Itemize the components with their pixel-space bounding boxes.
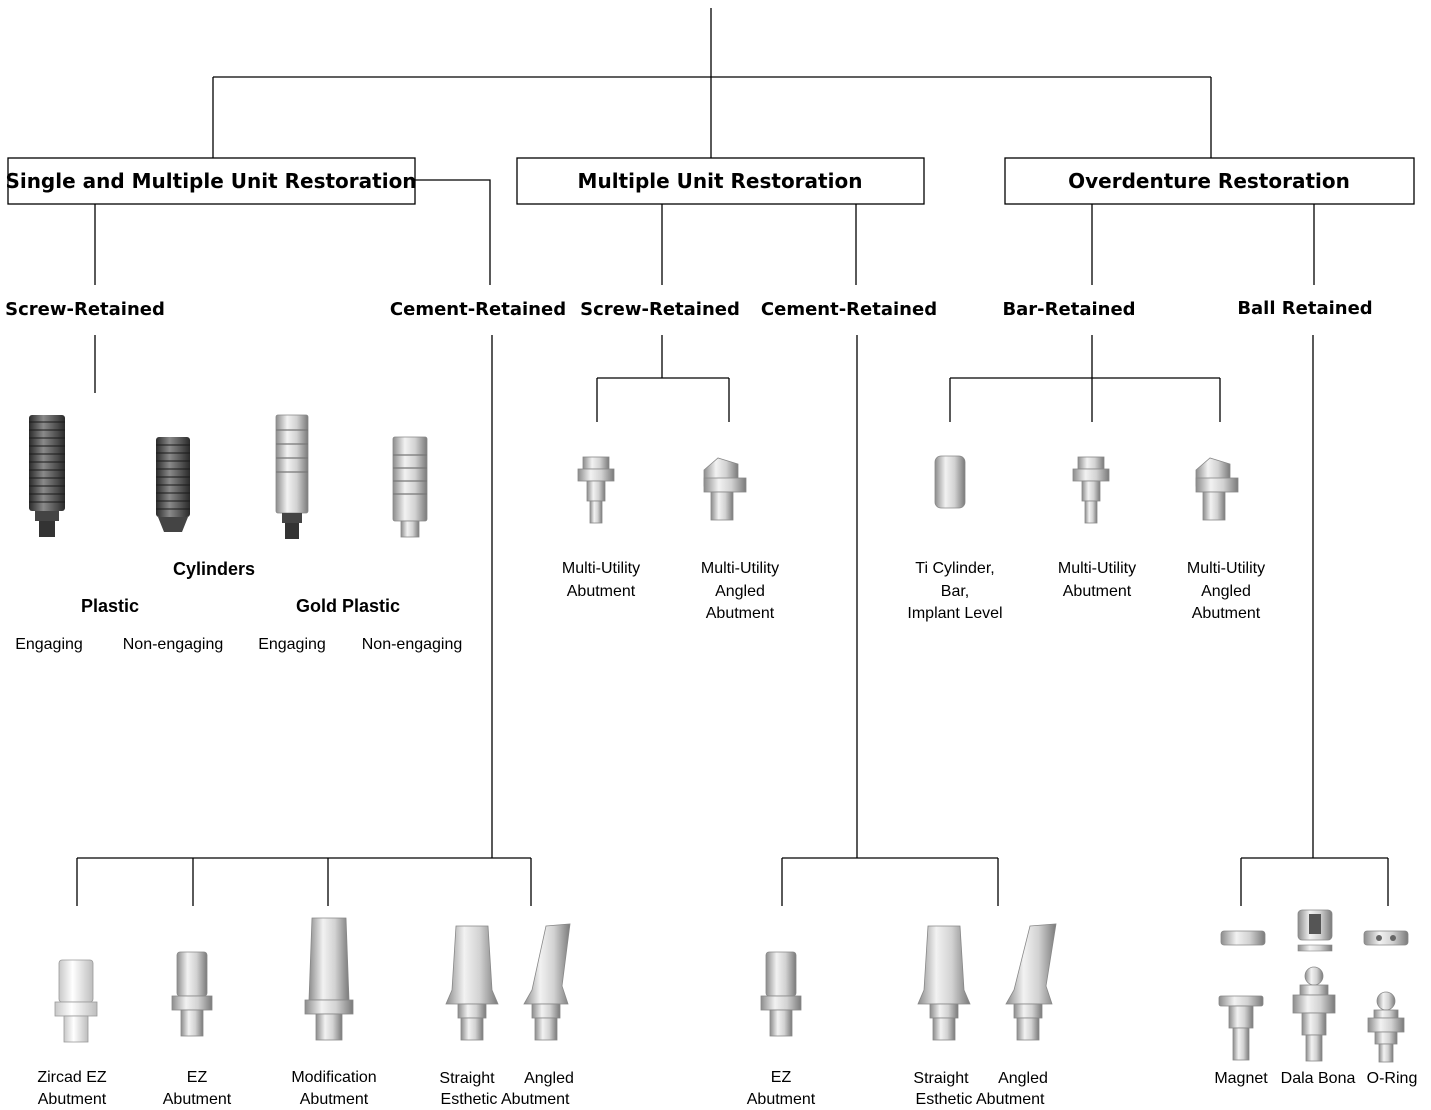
gold-plastic-label: Gold Plastic (296, 596, 400, 616)
label-line: Angled (715, 583, 765, 600)
modification-abutment-image (304, 917, 354, 1041)
connector-lines (76, 8, 1389, 906)
multi-utility-angled-abutment-image (1195, 457, 1239, 521)
box-multiple-unit: Multiple Unit Restoration (516, 157, 925, 205)
engaging-label: Engaging (15, 636, 83, 653)
engaging-label: Engaging (258, 636, 326, 653)
label-line: Multi-Utility (1187, 560, 1265, 577)
dala-bona-label: Dala Bona (1281, 1070, 1356, 1087)
label-line: Multi-Utility (701, 560, 779, 577)
ez-abutment-image (171, 951, 213, 1037)
cylinder-plastic-non-engaging-image (156, 437, 190, 532)
label-line: Zircad EZ (37, 1069, 107, 1086)
ez-abutment-image (760, 951, 802, 1037)
label-line: Abutment (1063, 583, 1132, 600)
zircad-ez-abutment-image (54, 959, 98, 1043)
label-line: Abutment (1192, 605, 1261, 622)
category-screw-retained: Screw-Retained (580, 299, 740, 320)
label-line: Esthetic Abutment (441, 1091, 571, 1108)
angled-esthetic-abutment-image (1005, 923, 1057, 1041)
category-cement-retained: Cement-Retained (390, 299, 566, 320)
magnet-image (1218, 930, 1266, 1061)
magnet-label: Magnet (1214, 1070, 1268, 1087)
label-line: Ti Cylinder, (915, 560, 994, 577)
box-title: Overdenture Restoration (1068, 169, 1350, 193)
label-line: EZ (187, 1069, 208, 1086)
cylinder-gold-plastic-engaging-image (275, 414, 309, 539)
straight-esthetic-abutment-image (917, 925, 971, 1041)
label-line: Abutment (38, 1091, 107, 1108)
straight-esthetic-abutment-image (445, 925, 499, 1041)
category-ball-retained: Ball Retained (1237, 298, 1372, 319)
box-single-multiple-unit: Single and Multiple Unit Restoration (5, 157, 417, 205)
ti-cylinder-image (934, 455, 966, 509)
label-line: Abutment (163, 1091, 232, 1108)
label-line: Esthetic Abutment (916, 1091, 1046, 1108)
o-ring-label: O-Ring (1367, 1070, 1418, 1087)
label-line: Bar, (941, 583, 969, 600)
label-line: Multi-Utility (562, 560, 640, 577)
cylinder-plastic-engaging-image (29, 415, 65, 537)
multi-utility-abutment-image (577, 456, 615, 524)
label-line: Angled (524, 1070, 574, 1087)
label-line: Straight (439, 1070, 495, 1087)
label-line: Multi-Utility (1058, 560, 1136, 577)
non-engaging-label: Non-engaging (123, 636, 224, 653)
label-line: Angled (1201, 583, 1251, 600)
category-bar-retained: Bar-Retained (1002, 299, 1135, 320)
label-line: Angled (998, 1070, 1048, 1087)
non-engaging-label: Non-engaging (362, 636, 463, 653)
category-cement-retained: Cement-Retained (761, 299, 937, 320)
label-line: Abutment (567, 583, 636, 600)
label-line: Straight (913, 1070, 969, 1087)
label-line: EZ (771, 1069, 792, 1086)
label-line: Abutment (747, 1091, 816, 1108)
label-line: Modification (291, 1069, 376, 1086)
label-line: Implant Level (907, 605, 1002, 622)
box-overdenture: Overdenture Restoration (1004, 157, 1415, 205)
angled-esthetic-abutment-image (523, 923, 571, 1041)
cylinders-heading: Cylinders (173, 559, 255, 579)
box-title: Multiple Unit Restoration (578, 169, 863, 193)
plastic-label: Plastic (81, 596, 139, 616)
multi-utility-angled-abutment-image (703, 457, 747, 521)
category-screw-retained: Screw-Retained (5, 299, 165, 320)
label-line: Abutment (300, 1091, 369, 1108)
o-ring-image (1363, 930, 1409, 1063)
dala-bona-image (1292, 909, 1336, 1062)
cylinder-gold-plastic-non-engaging-image (392, 436, 428, 538)
box-title: Single and Multiple Unit Restoration (5, 169, 416, 193)
multi-utility-abutment-image (1072, 456, 1110, 524)
label-line: Abutment (706, 605, 775, 622)
